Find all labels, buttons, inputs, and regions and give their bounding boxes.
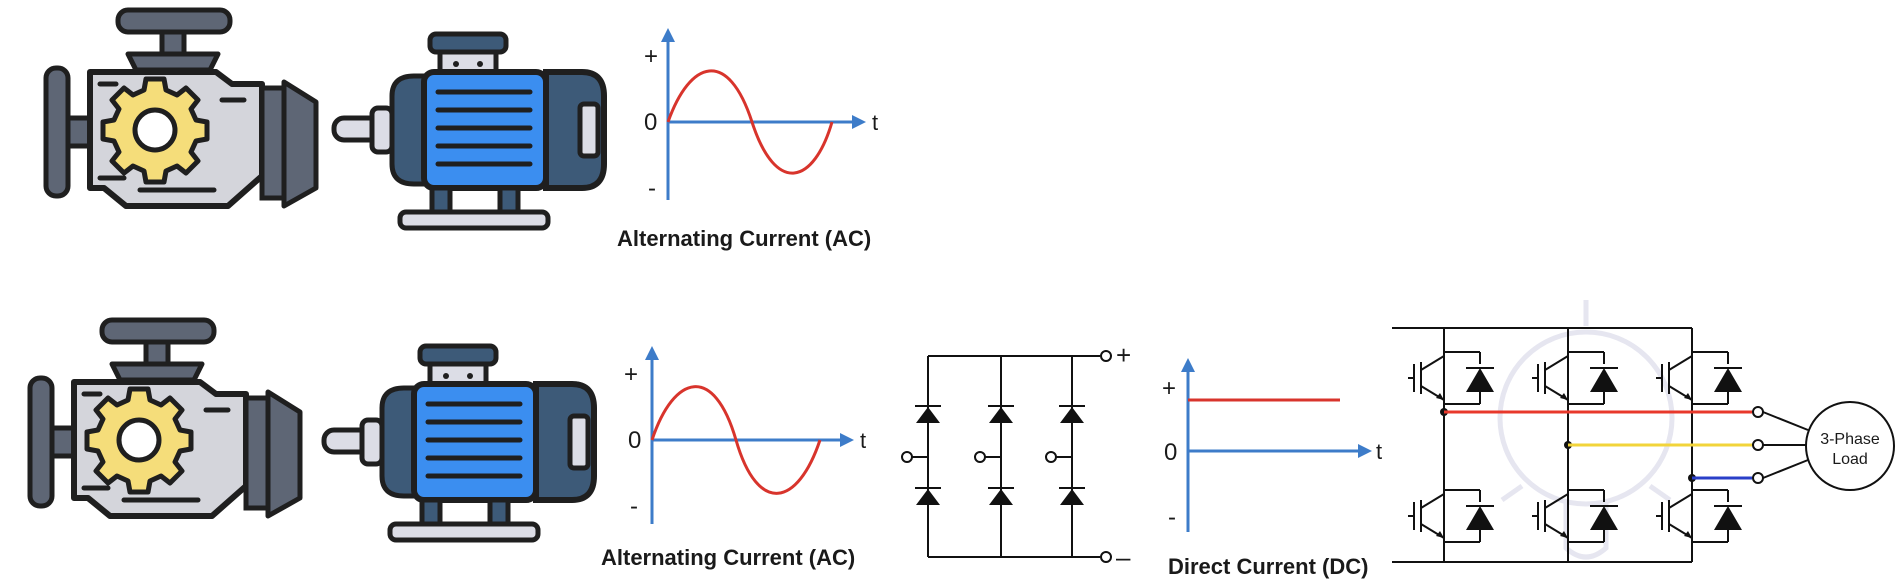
- lightbulb-watermark-icon: [1497, 300, 1675, 560]
- row1-electric-motor-icon: [334, 34, 604, 228]
- diode-icon: [1058, 487, 1086, 506]
- row1-ac-zero: 0: [644, 109, 657, 136]
- row1-ac-graph: + 0 - t Alternating Current (AC): [617, 28, 878, 251]
- igbt-icon: [1407, 483, 1495, 549]
- row1-ac-t: t: [872, 110, 878, 135]
- row2-electric-motor-icon: [324, 346, 594, 540]
- row2-ac-zero: 0: [628, 427, 641, 454]
- rectifier-minus-terminal: –: [1116, 542, 1131, 572]
- row1-ac-sine: [666, 69, 834, 175]
- inverter: 3-Phase Load: [1392, 300, 1895, 563]
- igbt-icon: [1407, 345, 1495, 411]
- igbt-icon: [1531, 345, 1619, 411]
- row1-ac-plus: +: [644, 43, 658, 70]
- row2-ac-graph: + 0 - t Alternating Current (AC): [601, 346, 866, 570]
- row1-ac-minus: -: [648, 175, 656, 202]
- row2-ac-caption: Alternating Current (AC): [601, 545, 855, 570]
- row2-engine-icon: [30, 320, 300, 516]
- dc-caption: Direct Current (DC): [1168, 554, 1368, 579]
- row2-ac-sine: [650, 385, 822, 495]
- dc-t: t: [1376, 439, 1382, 464]
- row1-engine-icon: [46, 10, 316, 206]
- dc-graph: + 0 - t Direct Current (DC): [1162, 358, 1382, 579]
- igbt-icon: [1655, 483, 1743, 549]
- load-label-line1: 3-Phase: [1820, 431, 1880, 448]
- diode-icon: [914, 487, 942, 506]
- diode-icon: [1058, 405, 1086, 424]
- dc-zero: 0: [1164, 439, 1177, 466]
- row2-ac-t: t: [860, 428, 866, 453]
- rectifier-plus-terminal: +: [1116, 340, 1131, 370]
- load-label-line2: Load: [1832, 451, 1868, 468]
- diode-icon: [987, 487, 1015, 506]
- rectifier-bridge: + –: [901, 340, 1131, 572]
- dc-minus: -: [1168, 504, 1176, 531]
- row2-ac-plus: +: [624, 361, 638, 388]
- row2-ac-minus: -: [630, 493, 638, 520]
- row1-ac-caption: Alternating Current (AC): [617, 226, 871, 251]
- dc-plus: +: [1162, 375, 1176, 402]
- diode-icon: [914, 405, 942, 424]
- three-phase-load: [1805, 401, 1895, 491]
- diode-icon: [987, 405, 1015, 424]
